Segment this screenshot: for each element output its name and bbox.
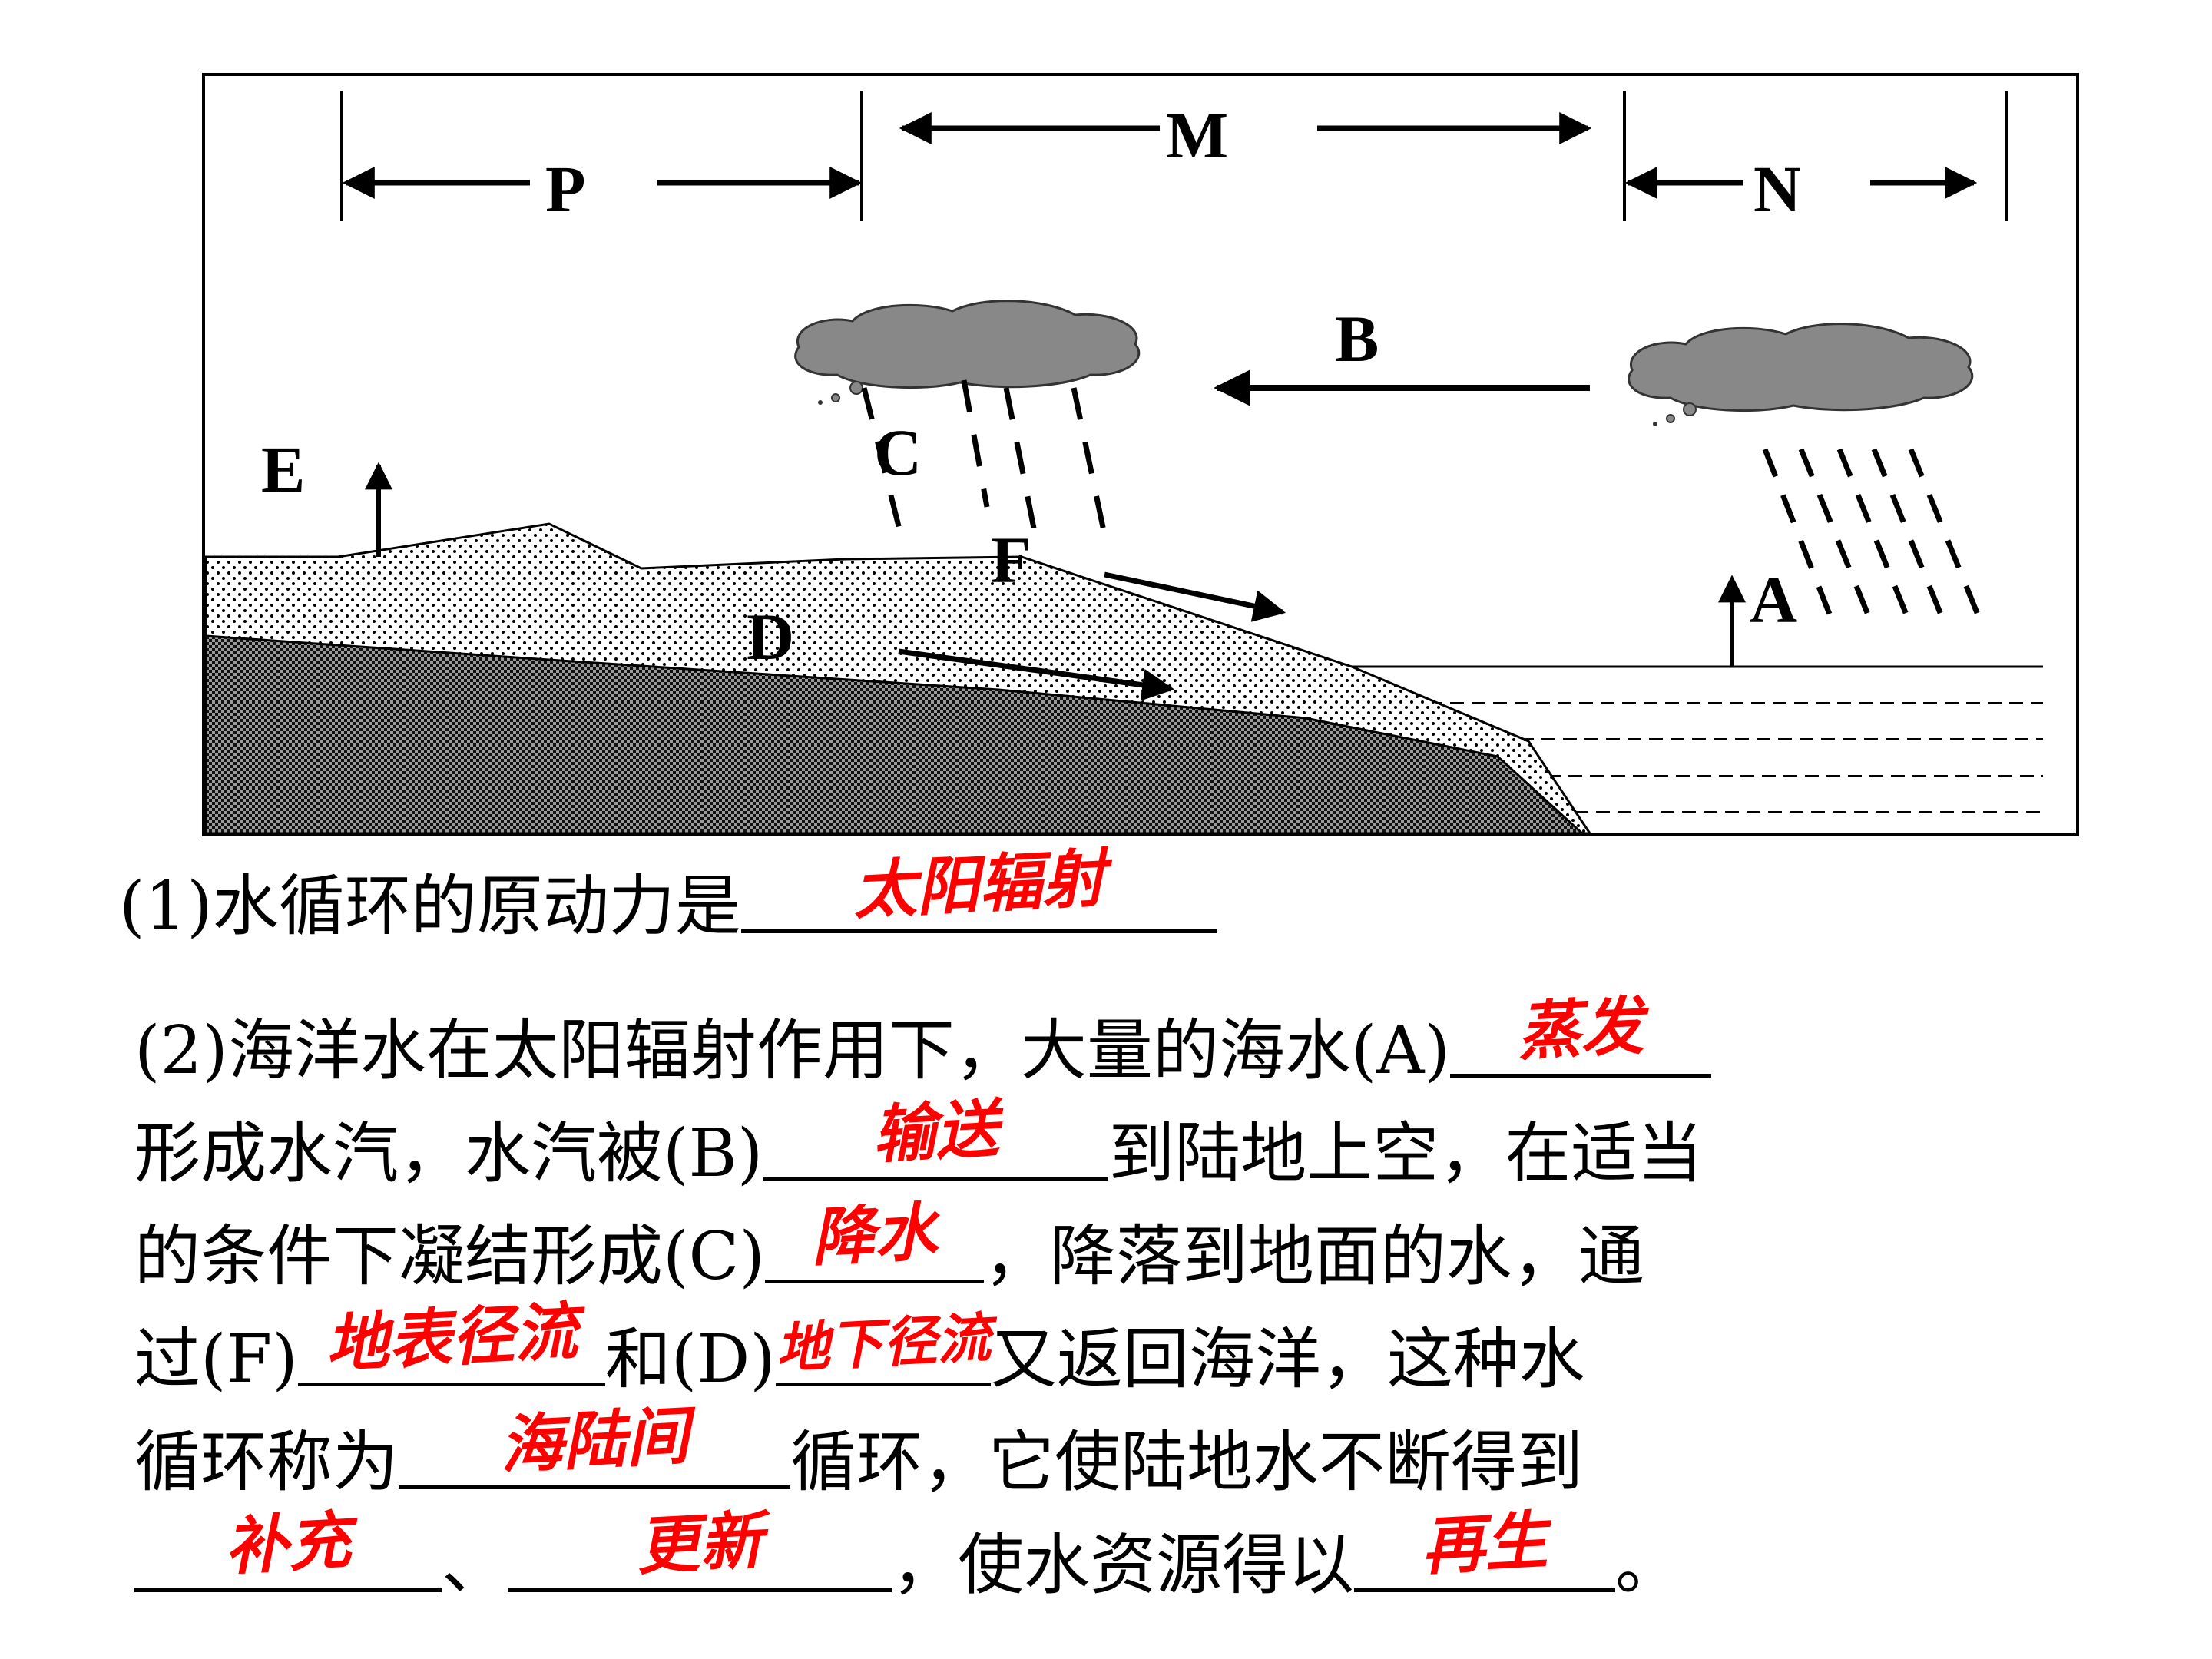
- label-P: P: [545, 152, 586, 226]
- q2-answer-D: 地下径流: [773, 1306, 992, 1381]
- q2-line4-text-b: 和(D): [604, 1321, 776, 1398]
- question-2-line-4: 过(F)地表径流和(D)地下径流又返回海洋，这种水: [134, 1295, 1585, 1392]
- q2-blank-C[interactable]: 降水: [764, 1196, 984, 1283]
- region-markers: [340, 91, 2008, 221]
- q2-blank-cycle[interactable]: 海陆间: [399, 1400, 790, 1489]
- q2-answer-F: 地表径流: [323, 1295, 580, 1382]
- q2-blank-regenerate[interactable]: 再生: [1354, 1505, 1615, 1592]
- rain-over-sea: [1762, 448, 1987, 631]
- q2-answer-B: 输送: [870, 1092, 1001, 1173]
- q2-line6-sep: 、: [442, 1527, 508, 1604]
- q2-line4-text-a: 过(F): [134, 1321, 298, 1398]
- label-B: B: [1335, 302, 1379, 376]
- label-D: D: [747, 600, 794, 674]
- q2-blank-supplement[interactable]: 补充: [134, 1505, 442, 1592]
- land-bedrock-layer: [204, 634, 1585, 835]
- question-2-line-5: 循环称为海陆间循环，它使陆地水不断得到: [134, 1400, 1583, 1495]
- label-E: E: [261, 432, 305, 506]
- q2-blank-F[interactable]: 地表径流: [297, 1295, 605, 1386]
- q2-answer-cycle: 海陆间: [498, 1399, 691, 1483]
- q2-line1-text: (2)海洋水在太阳辐射作用下，大量的海水(A): [134, 1012, 1451, 1089]
- arrow-F: [1104, 571, 1286, 622]
- q1-answer: 太阳辐射: [851, 842, 1108, 929]
- q2-answer-supplement: 补充: [223, 1504, 353, 1584]
- q2-blank-B[interactable]: 输送: [763, 1093, 1109, 1181]
- rain-over-land: [861, 379, 1111, 550]
- question-2-line-1: (2)海洋水在太阳辐射作用下，大量的海水(A)蒸发: [134, 990, 1712, 1084]
- arrow-D: [898, 648, 1175, 701]
- q2-line6-text-a: ，使水资源得以: [892, 1527, 1354, 1604]
- question-2-line-6: 补充、更新，使水资源得以再生。: [134, 1505, 1681, 1598]
- q2-line3-text-b: ，降落到地面的水，通: [983, 1218, 1644, 1295]
- label-A: A: [1750, 563, 1797, 637]
- q2-line4-text-c: 又返回海洋，这种水: [990, 1321, 1585, 1398]
- q1-blank[interactable]: 太阳辐射: [740, 842, 1217, 933]
- sea-surface: [1340, 665, 2043, 813]
- q2-line5-text-b: 循环，它使陆地水不断得到: [790, 1424, 1583, 1501]
- label-N: N: [1753, 152, 1801, 226]
- q2-blank-D[interactable]: 地下径流: [774, 1306, 992, 1386]
- q1-prefix: (1)水循环的原动力是: [119, 868, 741, 945]
- cloud-right: [1628, 323, 1974, 426]
- cloud-left: [794, 300, 1141, 405]
- question-2-line-3: 的条件下凝结形成(C)降水，降落到地面的水，通: [134, 1196, 1644, 1290]
- q2-answer-regenerate: 再生: [1419, 1504, 1550, 1584]
- question-2-line-2: 形成水汽，水汽被(B)输送到陆地上空，在适当: [134, 1093, 1703, 1187]
- label-C: C: [874, 416, 922, 489]
- q2-answer-renew: 更新: [634, 1504, 765, 1584]
- water-cycle-diagram: P M N B C E F A D: [202, 73, 2079, 836]
- q2-line3-text-a: 的条件下凝结形成(C): [134, 1218, 765, 1295]
- q2-blank-A[interactable]: 蒸发: [1450, 990, 1712, 1078]
- question-1: (1)水循环的原动力是太阳辐射: [119, 842, 1217, 939]
- q2-line5-text-a: 循环称为: [134, 1424, 399, 1501]
- q2-line2-text-b: 到陆地上空，在适当: [1108, 1115, 1704, 1192]
- q2-line2-text-a: 形成水汽，水汽被(B): [134, 1115, 763, 1192]
- q2-line6-text-b: 。: [1615, 1527, 1681, 1604]
- q2-blank-renew[interactable]: 更新: [508, 1505, 892, 1592]
- q2-answer-C: 降水: [810, 1195, 939, 1276]
- q2-answer-A: 蒸发: [1515, 989, 1646, 1070]
- label-M: M: [1166, 98, 1228, 172]
- label-F: F: [991, 523, 1031, 597]
- flow-arrows: [365, 369, 1746, 701]
